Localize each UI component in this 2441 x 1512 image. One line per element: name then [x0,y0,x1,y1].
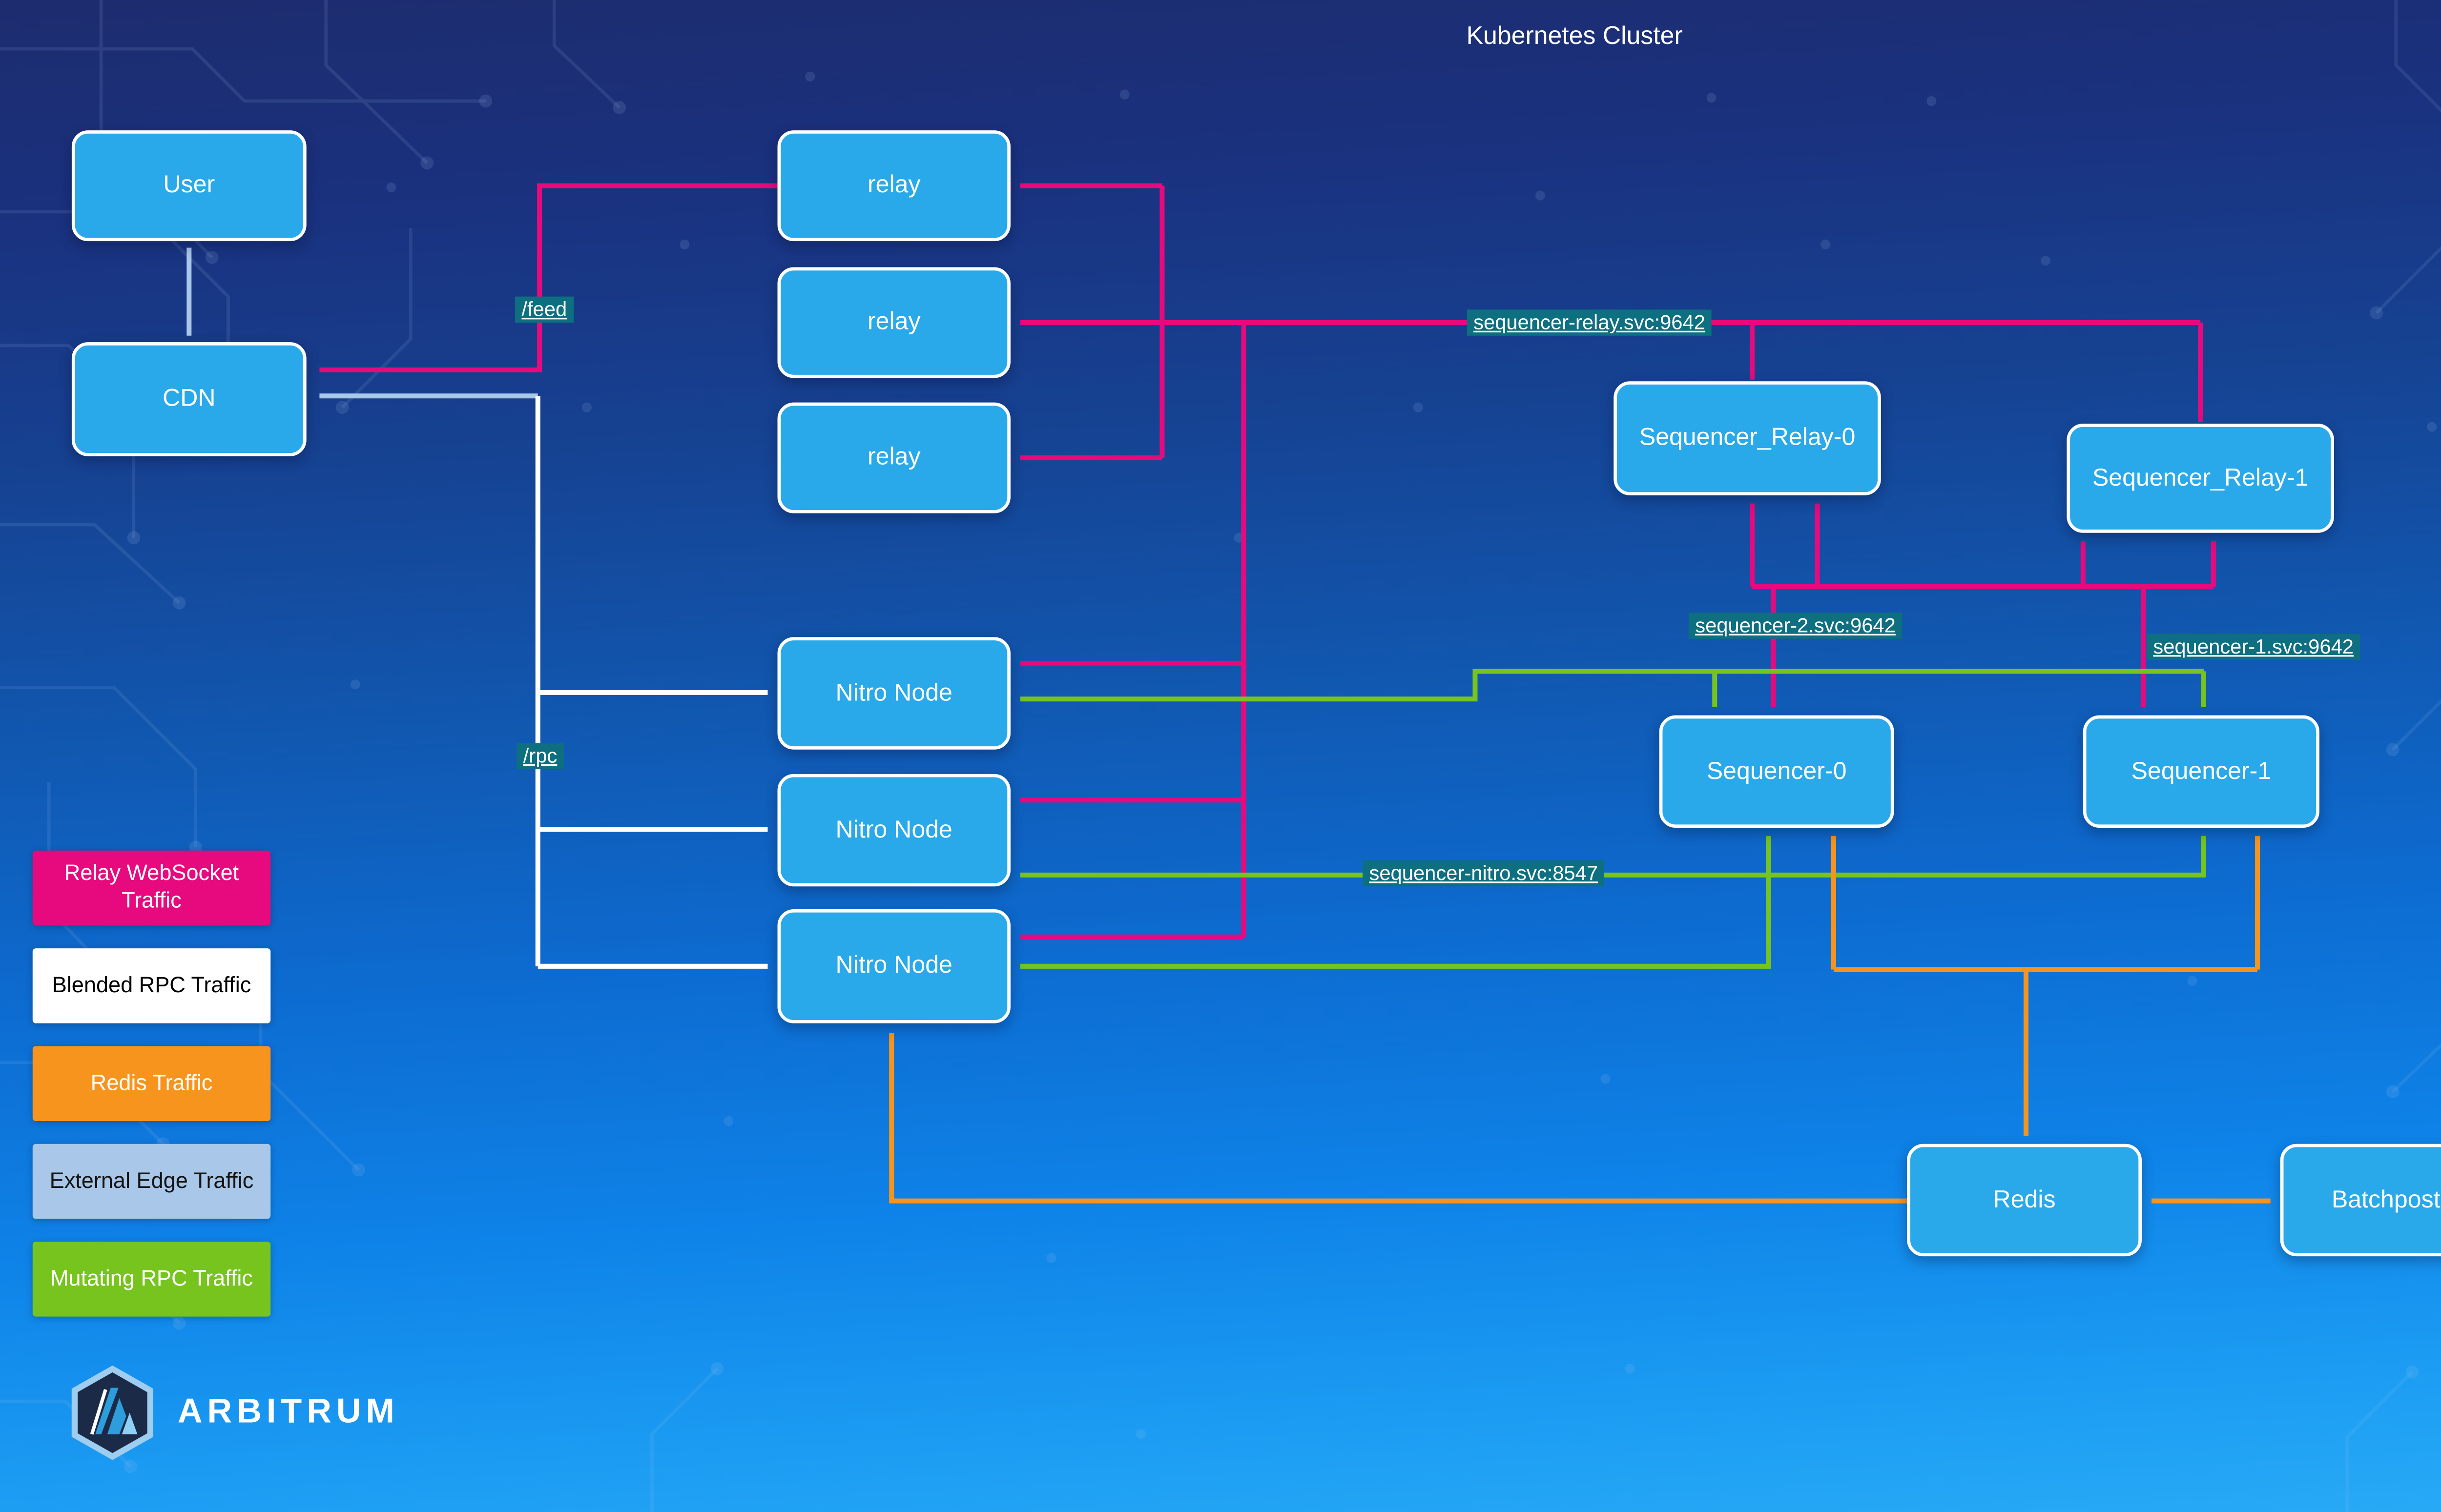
node-relay-0: relay [777,130,1011,242]
edges-blended-rpc-traffic [535,396,768,969]
legend-relay-websocket-traffic: Relay WebSocket Traffic [32,850,271,926]
node-batchposter: Batchposter [2280,1144,2441,1257]
edges-relay-websocket-traffic [319,183,2216,940]
edge-label-rpc: /rpc [517,743,564,769]
node-nitro-node-0: Nitro Node [777,637,1011,750]
node-nitro-node-1: Nitro Node [777,774,1011,887]
node-sequencer-relay-1: Sequencer_Relay-1 [2067,424,2334,533]
edges-external-edge-traffic [186,247,538,399]
edge-mut-nitro0 [1020,669,2204,702]
node-sequencer-1: Sequencer-1 [2083,715,2319,828]
legend-external-edge-traffic: External Edge Traffic [32,1144,271,1219]
edge-mut-nitro1-seq1 [1020,836,2206,878]
edge-mut-nitro2-seq0 [1020,836,1771,969]
node-user: User [71,130,307,242]
node-relay-1: relay [777,267,1011,378]
edges-mutating-rpc-traffic [1020,669,2206,969]
edge-feed-relay-to-cdn [319,183,778,372]
node-redis: Redis [1907,1144,2142,1257]
edge-label-sequencer-relay-svc: sequencer-relay.svc:9642 [1467,309,1712,336]
edge-label-sequencer-2-svc: sequencer-2.svc:9642 [1688,613,1903,639]
legend-redis-traffic: Redis Traffic [32,1046,271,1121]
legend-blended-rpc-traffic: Blended RPC Traffic [32,948,271,1023]
arbitrum-branding: ARBITRUM [68,1365,399,1460]
legend-mutating-rpc-traffic: Mutating RPC Traffic [32,1242,271,1317]
node-sequencer-relay-0: Sequencer_Relay-0 [1614,381,1881,495]
edge-redis-nitro2 [889,1033,1907,1204]
node-cdn: CDN [71,342,307,456]
arbitrum-wordmark: ARBITRUM [177,1393,399,1431]
page-title: Kubernetes Cluster [1466,22,1683,51]
arbitrum-logo-icon [71,1365,153,1460]
edge-label-sequencer-1-svc: sequencer-1.svc:9642 [2147,633,2360,660]
node-sequencer-0: Sequencer-0 [1659,715,1894,828]
node-relay-2: relay [777,402,1011,513]
edges-redis-traffic [889,836,2271,1204]
node-nitro-node-2: Nitro Node [777,909,1011,1023]
edge-label-feed: /feed [515,296,574,323]
edge-label-sequencer-nitro-svc: sequencer-nitro.svc:8547 [1363,860,1605,887]
